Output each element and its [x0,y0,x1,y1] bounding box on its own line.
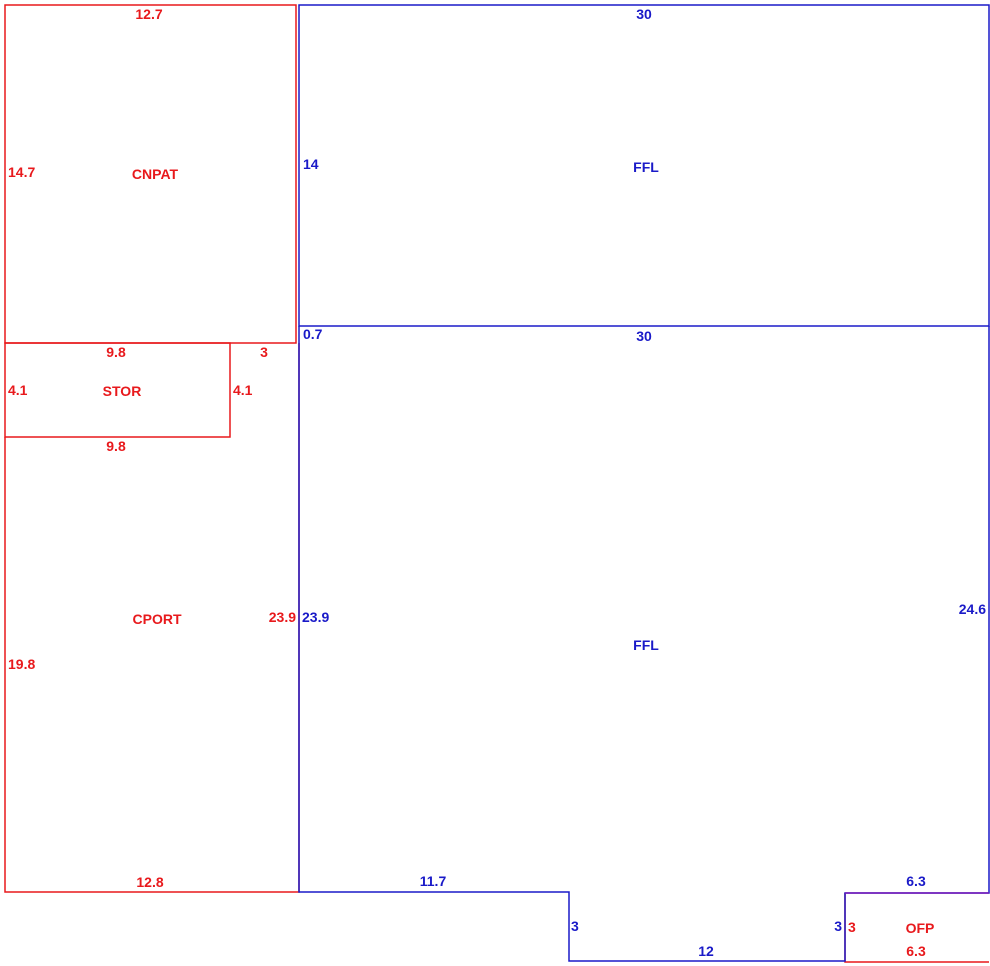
ffl-lower-step-left-dimension: 3 [571,918,579,934]
ffl-lower-right-dimension: 24.6 [959,601,986,617]
stor-left-dimension: 4.1 [8,382,28,398]
stor-right-dimension: 4.1 [233,382,253,398]
ffl-lower-bottom-right-dimension: 6.3 [906,873,926,889]
ffl-lower-bottom-left-dimension: 11.7 [420,873,447,889]
stor-top-dimension: 9.8 [106,344,126,360]
cnpat-area-label: CNPAT [132,166,179,182]
ofp-area-label: OFP [906,920,935,936]
stor-gap-dimension: 3 [260,344,268,360]
ffl-lower-step-right-dimension: 3 [834,918,842,934]
ffl-lower-area-label: FFL [633,637,659,653]
ffl-lower-left-offset-dimension: 0.7 [303,326,323,342]
cport-bottom-dimension: 12.8 [136,874,163,890]
cnpat-top-dimension: 12.7 [135,6,162,22]
ofp-bottom-dimension: 6.3 [906,943,926,959]
ffl-upper-area-label: FFL [633,159,659,175]
cport-left-dimension: 19.8 [8,656,35,672]
ofp-left-dimension: 3 [848,919,856,935]
stor-bottom-dimension: 9.8 [106,438,126,454]
ffl-lower-bottom-dimension: 12 [698,943,714,959]
ffl-upper-left-dimension: 14 [303,156,319,172]
ffl-upper-top-dimension: 30 [636,6,652,22]
stor-area-label: STOR [103,383,142,399]
cport-right-dimension: 23.9 [269,609,296,625]
ffl-upper-outline [298,4,990,327]
stor-outline [4,342,231,438]
cnpat-left-dimension: 14.7 [8,164,35,180]
cport-area-label: CPORT [133,611,182,627]
ffl-lower-top-dimension: 30 [636,328,652,344]
ffl-lower-left-dimension: 23.9 [302,609,329,625]
